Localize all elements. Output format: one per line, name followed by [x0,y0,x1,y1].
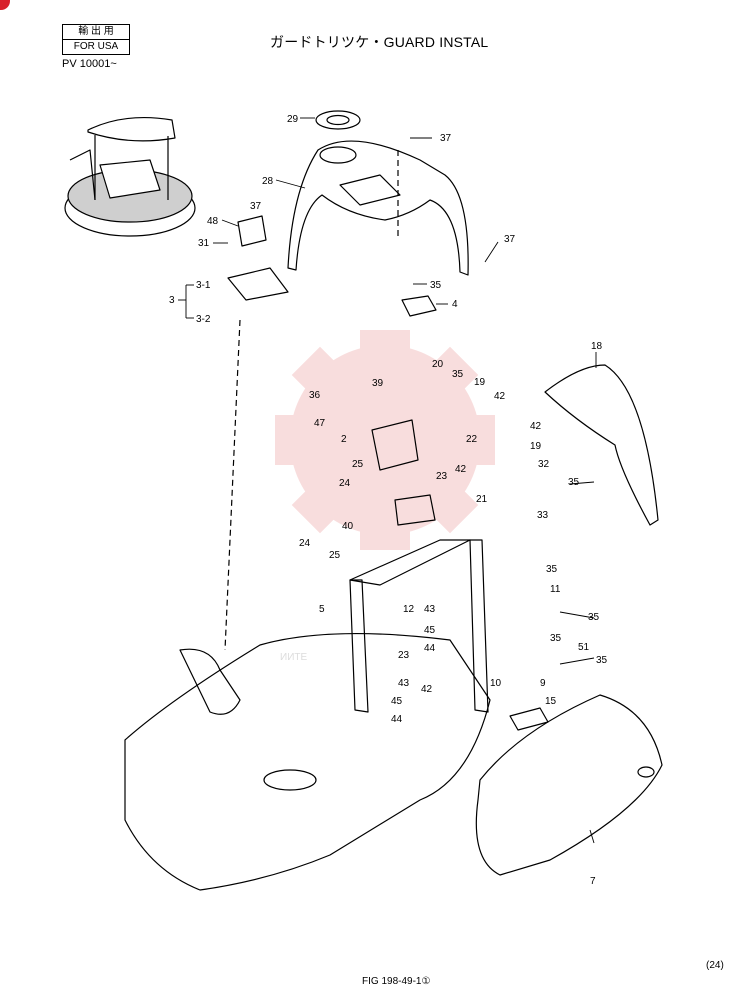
callout-label: 42 [530,421,542,432]
machine-thumbnail [64,116,196,237]
callout-label: 47 [314,418,326,429]
callout-label: 32 [538,459,550,470]
page-title: ガードトリツケ・GUARD INSTAL [270,34,489,50]
callout-label: 35 [430,280,442,291]
callout-label: 2 [341,434,347,445]
callout-label: 23 [398,650,410,661]
callout-label: 5 [319,604,325,615]
callout-label: 35 [588,612,600,623]
callout-label: 28 [262,176,274,187]
callout-label: 15 [545,696,557,707]
callout-label: 3-1 [196,280,211,291]
callout-label: 51 [578,642,590,653]
callout-label: 33 [537,510,549,521]
callout-label: 31 [198,238,210,249]
page-number: (24) [706,960,724,971]
stamp-line-usa: FOR USA [73,41,119,52]
side-guard-outline [544,364,659,526]
callout-label: 35 [452,369,464,380]
callout-label: 23 [436,471,448,482]
corner-mark [0,0,10,10]
callout-label: 36 [309,390,321,401]
callout-label: 45 [391,696,403,707]
callout-label: 35 [596,655,608,666]
callout-label: 43 [424,604,436,615]
callout-label: 43 [398,678,410,689]
callout-label: 24 [299,538,311,549]
serial-range: PV 10001~ [62,58,117,70]
callout-label: 25 [352,459,364,470]
watermark-text: ИИТЕ [280,652,307,663]
callout-label: 35 [546,564,558,575]
callout-label: 42 [455,464,467,475]
callout-label: 7 [590,876,596,887]
callout-label: 44 [424,643,436,654]
callout-label: 25 [329,550,341,561]
callout-label: 12 [403,604,415,615]
callout-label: 45 [424,625,436,636]
callout-label: 3 [169,295,175,306]
callout-label: 20 [432,359,444,370]
chassis-outline [124,632,491,891]
callout-label: 11 [550,584,561,595]
callout-label: 19 [530,441,542,452]
callout-label: 22 [466,434,478,445]
callout-label: 37 [504,234,516,245]
callout-label: 37 [250,201,262,212]
callout-label: 40 [342,521,354,532]
callout-label: 39 [372,378,384,389]
bottom-cover-outline [475,694,663,876]
callouts [178,117,597,844]
callout-label: 35 [568,477,580,488]
callout-label: 42 [421,684,433,695]
callout-label: 9 [540,678,546,689]
frame-post-outline [349,539,489,713]
figure-id: FIG 198-49-1① [362,976,431,987]
callout-label: 37 [440,133,452,144]
top-guard-outline [287,140,469,276]
stamp-line-export: 輸 出 用 [63,25,129,40]
export-stamp: 輸 出 用 FOR USA [62,24,130,55]
callout-label: 24 [339,478,351,489]
callout-label: 10 [490,678,502,689]
callout-label: 42 [494,391,506,402]
callout-label: 18 [591,341,603,352]
watermark-gear [275,330,495,550]
callout-label: 35 [550,633,562,644]
callout-label: 44 [391,714,403,725]
callout-label: 21 [476,494,488,505]
callout-label: 19 [474,377,486,388]
callout-label: 4 [452,299,458,310]
callout-label: 48 [207,216,219,227]
callout-label: 3-2 [196,314,211,325]
callout-label: 29 [287,114,299,125]
callout-labels: 29 37 28 37 48 31 37 35 4 3-1 3 3-2 18 2… [169,114,608,887]
